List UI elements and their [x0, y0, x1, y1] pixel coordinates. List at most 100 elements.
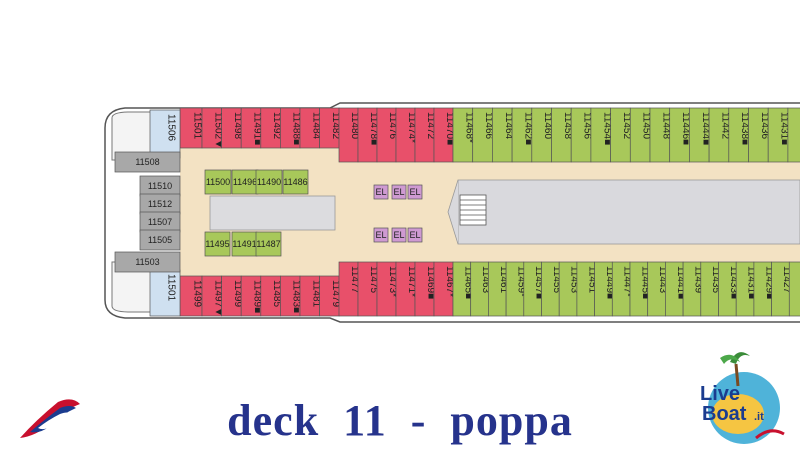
cabin-green: 11425■ — [788, 261, 800, 317]
cabin-red: 11499 — [179, 275, 203, 317]
cabin-number: 11446■ — [680, 112, 691, 145]
cabin-grey: 11505 — [139, 229, 181, 251]
cabin-green: 11464 — [492, 107, 514, 163]
cabin-number: 11445■ — [639, 266, 650, 299]
title-part: poppa — [450, 396, 573, 445]
atrium-right — [457, 179, 800, 245]
elevator-icon: EL — [407, 227, 423, 243]
cabin-number: 11510 — [148, 181, 172, 191]
cabin-number: 11447* — [622, 266, 633, 297]
cabin-green: 11468* — [452, 107, 474, 163]
cabin-number: 11470■ — [444, 112, 455, 145]
cabin-green: 11452 — [610, 107, 632, 163]
cabin-grey: 11510 — [139, 175, 181, 197]
cabin-number: 11449■ — [604, 266, 615, 299]
cabin-grey: 11508 — [114, 151, 181, 173]
cabin-green: 11448 — [649, 107, 671, 163]
cabin-number: 11482 — [330, 112, 341, 140]
cabin-red: 11477 — [338, 261, 360, 317]
cabin-number: 11429■ — [763, 266, 774, 299]
cabin-number: 11483■ — [291, 280, 302, 313]
deck-title: deck 11 - poppa — [0, 395, 800, 446]
cabin-number: 11490 — [257, 177, 281, 187]
cabin-red: 11482 — [319, 107, 341, 149]
cabin-green: 11463 — [470, 261, 491, 317]
cabin-number: 11497▼ — [212, 280, 223, 317]
cabin-green: 11435 — [700, 261, 721, 317]
cabin-green: 11454■ — [590, 107, 612, 163]
cabin-inner: 11486 — [282, 169, 309, 195]
cabin-number: 11463 — [480, 266, 491, 294]
cabin-number: 11506 — [166, 114, 177, 142]
cabin-inner: 11491 — [231, 231, 258, 257]
cabin-number: 11461 — [498, 266, 509, 294]
elevator-icon: EL — [373, 184, 389, 200]
cabin-number: 11431■ — [746, 266, 757, 299]
cabin-red: 11479 — [319, 275, 341, 317]
cabin-number: 11467* — [444, 266, 455, 297]
cabin-green: 11446■ — [669, 107, 691, 163]
atrium-left — [209, 195, 336, 231]
cabin-number: 11488■ — [291, 112, 302, 145]
cabin-number: EL — [393, 187, 404, 197]
stairs-icon — [459, 194, 487, 226]
cabin-grey: 11503 — [114, 251, 181, 273]
cabin-number: 11500 — [206, 177, 230, 187]
cabin-red: 11475 — [357, 261, 379, 317]
cabin-number: 11443 — [657, 266, 668, 294]
cabin-number: 11436 — [759, 112, 770, 140]
cabin-number: 11485 — [271, 280, 282, 308]
cabin-number: 11473* — [387, 266, 398, 297]
cabin-green: 11431■ — [767, 107, 790, 163]
cabin-number: 11475 — [368, 266, 379, 294]
cabin-number: 11478■ — [368, 112, 379, 145]
cabin-number: 11479 — [330, 280, 341, 308]
cabin-number: 11501 — [166, 274, 177, 302]
cabin-number: 11476 — [387, 112, 398, 140]
cabin-green: 11441■ — [665, 261, 686, 317]
cabin-red: 11474* — [395, 107, 417, 163]
cabin-number: 11486 — [283, 177, 307, 187]
cabin-number: 11458 — [562, 112, 573, 140]
cabin-number: 11466 — [483, 112, 494, 140]
cabin-red: 11492 — [260, 107, 282, 149]
cabin-red: 11502▼ — [201, 107, 223, 149]
cabin-suite: 11506 — [149, 109, 181, 159]
cabin-green: 11465■ — [452, 261, 473, 317]
cabin-number: 11454■ — [601, 112, 612, 145]
cabin-number: 11499 — [192, 280, 203, 308]
cabin-number: 11491■ — [252, 112, 263, 145]
cabin-number: 11469■ — [425, 266, 436, 299]
elevator-icon: EL — [407, 184, 423, 200]
cabin-number: 11502▼ — [212, 112, 223, 149]
brand-boat: Boat — [702, 403, 747, 425]
cabin-number: 11448 — [660, 112, 671, 140]
cabin-number: 11462■ — [522, 112, 533, 145]
cabin-number: 11453 — [569, 266, 580, 294]
cabin-red: 11472 — [414, 107, 436, 163]
cabin-number: 11432 — [798, 112, 800, 140]
cabin-inner: 11495 — [204, 231, 231, 257]
cabin-green: 11439 — [682, 261, 703, 317]
cabin-green: 11456 — [570, 107, 593, 163]
cabin-red: 11483■ — [280, 275, 302, 317]
cabin-number: 11481 — [310, 280, 321, 308]
cabin-inner: 11490 — [255, 169, 283, 195]
elevator-icon: EL — [373, 227, 389, 243]
cabin-green: 11447* — [611, 261, 633, 317]
cabin-number: 11487 — [256, 239, 280, 249]
cabin-number: 11489■ — [252, 280, 263, 313]
cabin-number: 11505 — [148, 235, 172, 245]
cabin-number: 11442 — [719, 112, 730, 140]
cabin-red: 11473* — [376, 261, 398, 317]
cabin-number: 11456 — [582, 112, 593, 140]
cabin-number: EL — [393, 230, 404, 240]
cabin-number: 11444■ — [700, 112, 711, 145]
cabin-red: 11484 — [299, 107, 321, 149]
cabin-green: 11432 — [787, 107, 800, 163]
title-deck: deck — [227, 396, 320, 445]
cabin-green: 11466 — [472, 107, 494, 163]
cabin-green: 11453 — [558, 261, 580, 317]
cabin-number: 11465■ — [462, 266, 473, 299]
